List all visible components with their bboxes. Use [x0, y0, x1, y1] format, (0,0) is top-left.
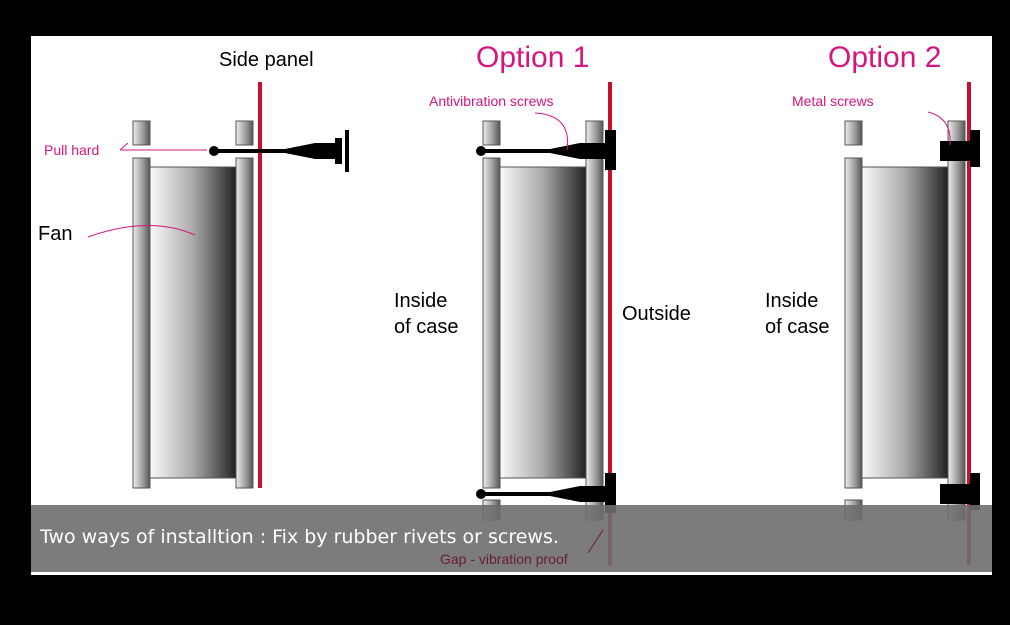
- fan-frame-left: [132, 157, 151, 489]
- pull-hard-label: Pull hard: [44, 142, 99, 158]
- caption-text: Two ways of installtion : Fix by rubber …: [39, 526, 559, 548]
- fan-diagram-original: [87, 82, 349, 489]
- gap-label: Gap - vibration proof: [440, 551, 568, 567]
- fan-frame-stub: [235, 120, 254, 146]
- fan-frame-right: [235, 157, 254, 489]
- outside-label: Outside: [622, 303, 691, 325]
- metal-screws-label: Metal screws: [792, 93, 874, 109]
- metal-screw-icon: [940, 473, 980, 510]
- antivibration-screw-icon: [476, 473, 616, 513]
- option2-title: Option 2: [828, 41, 941, 74]
- option1-title: Option 1: [476, 41, 589, 74]
- caption-bar: [31, 505, 992, 572]
- side-panel-line: [258, 82, 262, 488]
- inside-label-line1: Inside: [765, 290, 818, 312]
- metal-screw-icon: [940, 130, 980, 167]
- fan-body: [149, 166, 237, 479]
- fan-frame-stub: [132, 120, 151, 146]
- fan-pointer: [87, 224, 196, 238]
- inside-label-line1: Inside: [394, 290, 447, 312]
- antivibration-screw-icon: [476, 130, 616, 170]
- gap-pointer: [587, 529, 604, 554]
- side-panel-label: Side panel: [219, 49, 314, 71]
- rubber-rivet-icon: [209, 130, 349, 172]
- inside-label-line2: of case: [394, 316, 458, 338]
- side-panel-line: [608, 82, 612, 565]
- option2-diagram: [844, 82, 980, 565]
- side-panel-line: [967, 82, 971, 565]
- option1-diagram: [476, 82, 616, 565]
- antivibration-screws-label: Antivibration screws: [429, 93, 554, 109]
- inside-label-line2: of case: [765, 316, 829, 338]
- fan-label: Fan: [38, 223, 72, 245]
